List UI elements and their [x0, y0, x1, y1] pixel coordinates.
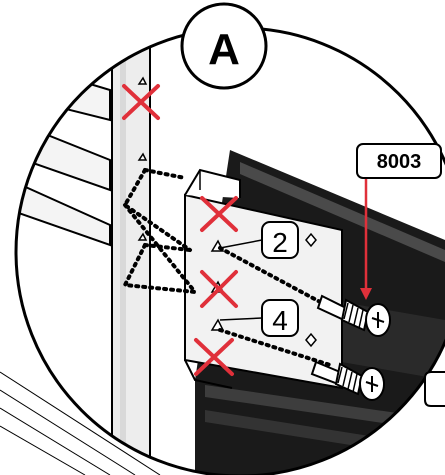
cross-mark-icon — [200, 196, 238, 232]
cross-mark-icon — [122, 84, 160, 120]
svg-text:2: 2 — [272, 227, 288, 258]
svg-text:A: A — [208, 25, 240, 74]
partial-label-box — [424, 371, 445, 407]
post-holes — [137, 76, 148, 241]
screw-icon — [316, 294, 391, 337]
part-number-label: 8003 — [356, 143, 442, 179]
bracket-plate — [184, 168, 343, 390]
svg-text:8003: 8003 — [377, 151, 422, 173]
step-label-4: 4 — [219, 299, 299, 337]
dotted-guides — [121, 168, 337, 367]
callout-badge: A — [180, 2, 268, 90]
screw-icon — [310, 360, 385, 401]
cross-mark-icon — [200, 270, 238, 308]
arrow-down-icon — [360, 172, 372, 300]
svg-text:4: 4 — [272, 305, 288, 336]
floor-lines — [0, 371, 161, 475]
step-label-2: 2 — [219, 221, 299, 259]
cross-mark-icon — [194, 338, 234, 376]
